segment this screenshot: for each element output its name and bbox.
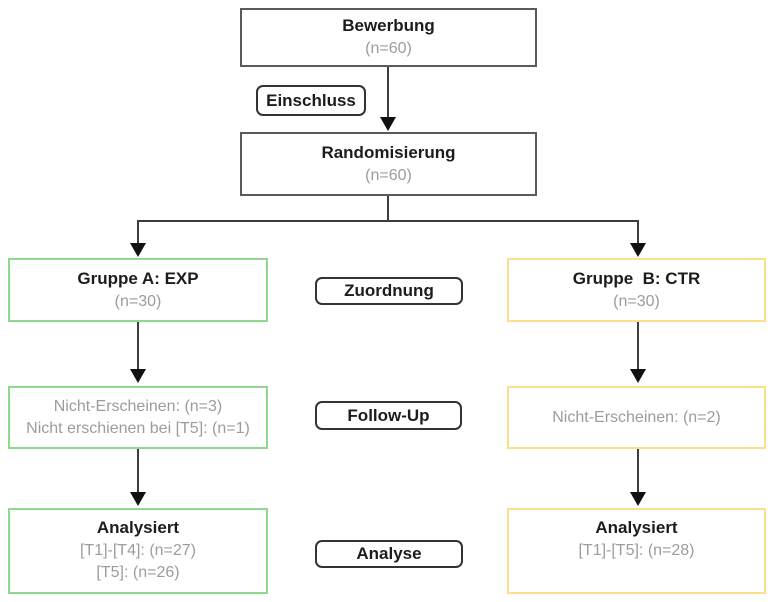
stage-label-einschluss: Einschluss	[256, 85, 366, 116]
node-line: [T5]: (n=26)	[96, 563, 180, 581]
node-count: (n=30)	[114, 292, 162, 310]
node-followup-ctr: Nicht-Erscheinen: (n=2)	[507, 386, 766, 449]
node-gruppe-a-exp: Gruppe A: EXP (n=30)	[8, 258, 268, 322]
node-line: [T1]-[T5]: (n=28)	[578, 541, 695, 559]
stage-label-text: Einschluss	[266, 90, 356, 110]
node-line: Nicht-Erscheinen: (n=3)	[53, 397, 223, 415]
node-randomisierung: Randomisierung (n=60)	[240, 132, 537, 196]
node-title: Analysiert	[595, 518, 678, 537]
stage-label-followup: Follow-Up	[315, 401, 462, 430]
node-count: (n=60)	[365, 166, 412, 184]
stage-label-text: Analyse	[356, 544, 422, 563]
node-title: Gruppe A: EXP	[77, 268, 199, 288]
node-line: Nicht erschienen bei [T5]: (n=1)	[26, 419, 250, 437]
node-line: Nicht-Erscheinen: (n=2)	[552, 408, 721, 426]
node-title: Gruppe B: CTR	[572, 268, 701, 288]
node-gruppe-b-ctr: Gruppe B: CTR (n=30)	[507, 258, 766, 322]
node-title: Randomisierung	[321, 142, 456, 162]
stage-label-text: Zuordnung	[344, 281, 434, 300]
node-title: Analysiert	[96, 518, 180, 537]
stage-label-text: Follow-Up	[347, 405, 430, 425]
node-title: Bewerbung	[342, 16, 435, 36]
node-followup-exp: Nicht-Erscheinen: (n=3) Nicht erschienen…	[8, 386, 268, 449]
node-analyse-exp: Analysiert [T1]-[T4]: (n=27) [T5]: (n=26…	[8, 508, 268, 594]
node-analyse-ctr: Analysiert [T1]-[T5]: (n=28)	[507, 508, 766, 594]
node-count: (n=60)	[365, 40, 412, 58]
node-count: (n=30)	[613, 292, 660, 310]
node-bewerbung: Bewerbung (n=60)	[240, 8, 537, 67]
stage-label-analyse: Analyse	[315, 540, 463, 568]
node-line: [T1]-[T4]: (n=27)	[79, 541, 197, 559]
stage-label-zuordnung: Zuordnung	[315, 277, 463, 305]
